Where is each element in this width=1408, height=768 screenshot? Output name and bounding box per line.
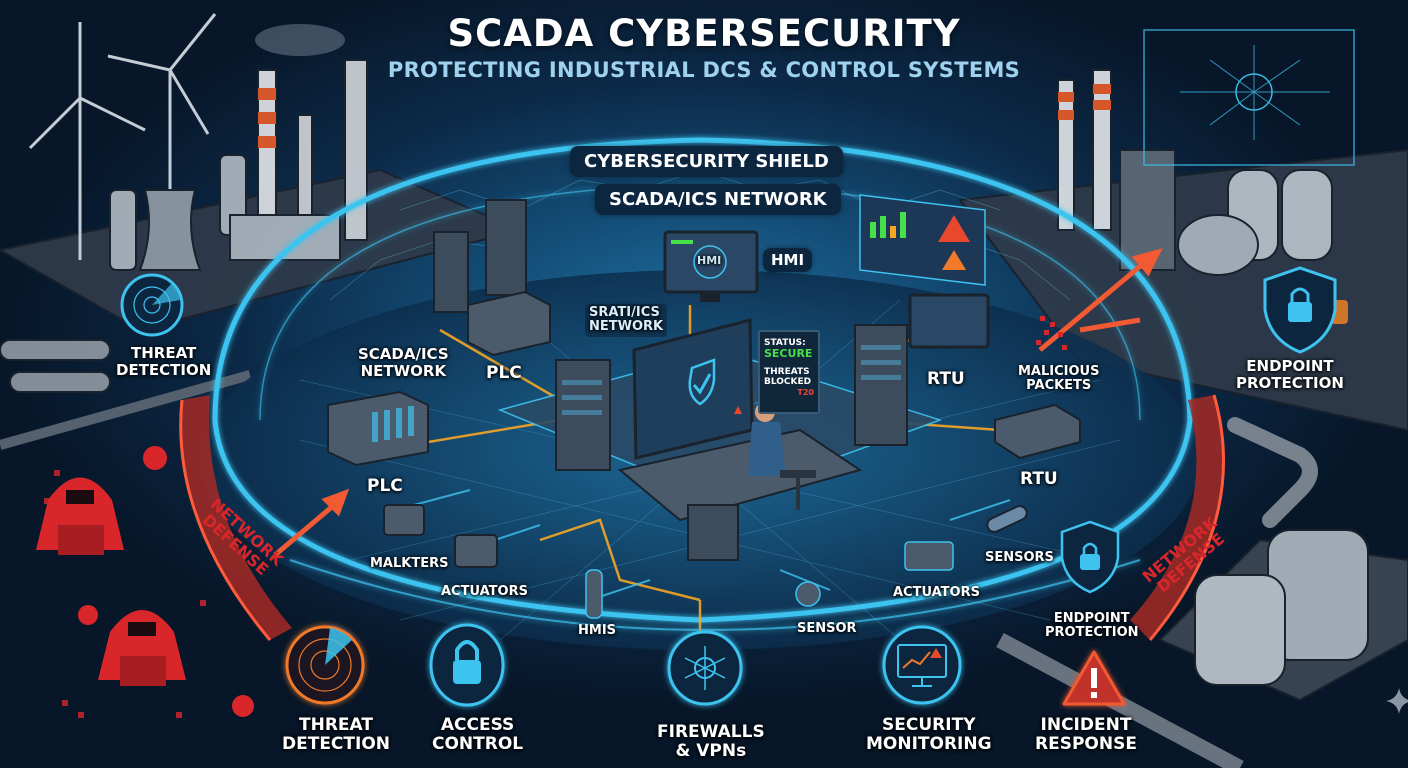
sensors-device	[986, 505, 1028, 533]
warning-triangle-icon	[1062, 650, 1126, 706]
feature-firewalls-vpns: FIREWALLS & VPNs	[657, 722, 765, 761]
control-console	[617, 428, 863, 522]
status-panel: STATUS: SECURE THREATS BLOCKED T20	[758, 330, 820, 414]
plc-bottom-label: PLC	[367, 476, 403, 496]
plc-top-label: PLC	[486, 363, 522, 383]
shield-check-icon	[688, 358, 716, 406]
monitor-chart-icon	[882, 625, 962, 705]
virus-icon	[78, 446, 254, 717]
hacker-icon	[36, 477, 186, 686]
plc-device	[327, 290, 551, 467]
sensors-label: SENSORS	[985, 550, 1054, 565]
actuator-right-device	[904, 541, 954, 571]
feature-security-monitoring: SECURITY MONITORING	[866, 715, 992, 754]
network-defense-wall-right	[1130, 394, 1225, 641]
radar-icon	[285, 625, 365, 705]
threat-detection-top-label: THREAT DETECTION	[116, 344, 212, 379]
rtu-top-label: RTU	[927, 369, 965, 389]
rtu-bottom-label: RTU	[1020, 469, 1058, 489]
malicious-packets-label: MALICIOUS PACKETS	[1018, 364, 1100, 394]
actuators-left-label: ACTUATORS	[441, 584, 528, 599]
shield-title-pill: CYBERSECURITY SHIELD	[570, 146, 843, 177]
hmis-label: HMIS	[578, 623, 617, 638]
main-monitor	[632, 318, 754, 460]
endpoint-protection-mid-label: ENDPOINT PROTECTION	[1045, 611, 1139, 641]
network-globe-icon	[667, 630, 743, 706]
feature-access-control: ACCESS CONTROL	[432, 715, 524, 754]
center-network-label: SRATI/ICS NETWORK	[585, 304, 668, 337]
hmi-screen-text: HMI	[697, 254, 722, 267]
hmi-monitor	[663, 230, 759, 302]
page-subtitle: PROTECTING INDUSTRIAL DCS & CONTROL SYST…	[387, 58, 1021, 82]
feature-threat-detection: THREAT DETECTION	[282, 715, 391, 754]
threats-count: T20	[797, 387, 814, 397]
malkters-device	[383, 504, 425, 536]
scada-network-label: SCADA/ICS NETWORK	[358, 345, 449, 380]
wind-turbine-icon	[28, 13, 217, 260]
rtu-device	[994, 403, 1081, 460]
network-title-pill: SCADA/ICS NETWORK	[595, 184, 841, 215]
shield-lock-icon-top	[1263, 266, 1337, 354]
status-value: SECURE	[764, 347, 813, 361]
page-title: SCADA CYBERSECURITY	[447, 12, 961, 55]
shield-lock-icon-mid	[1060, 520, 1120, 594]
actuator-device	[454, 534, 498, 568]
radar-icon-top	[120, 273, 184, 337]
hmi-label: HMI	[763, 248, 813, 272]
padlock-icon	[429, 623, 505, 707]
feature-incident-response: INCIDENT RESPONSE	[1035, 715, 1137, 754]
alert-dashboard	[859, 194, 986, 286]
network-defense-wall-left	[179, 395, 292, 641]
malkters-label: MALKTERS	[370, 556, 449, 571]
sparkle-icon	[1386, 688, 1408, 714]
hmis-device	[585, 569, 603, 619]
malicious-packets-icon	[1036, 316, 1067, 350]
rtu-monitor	[908, 293, 990, 349]
actuators-right-label: ACTUATORS	[893, 585, 980, 600]
sensor-label: SENSOR	[797, 621, 857, 636]
sensor-device	[795, 581, 821, 607]
endpoint-protection-top-label: ENDPOINT PROTECTION	[1236, 357, 1344, 392]
